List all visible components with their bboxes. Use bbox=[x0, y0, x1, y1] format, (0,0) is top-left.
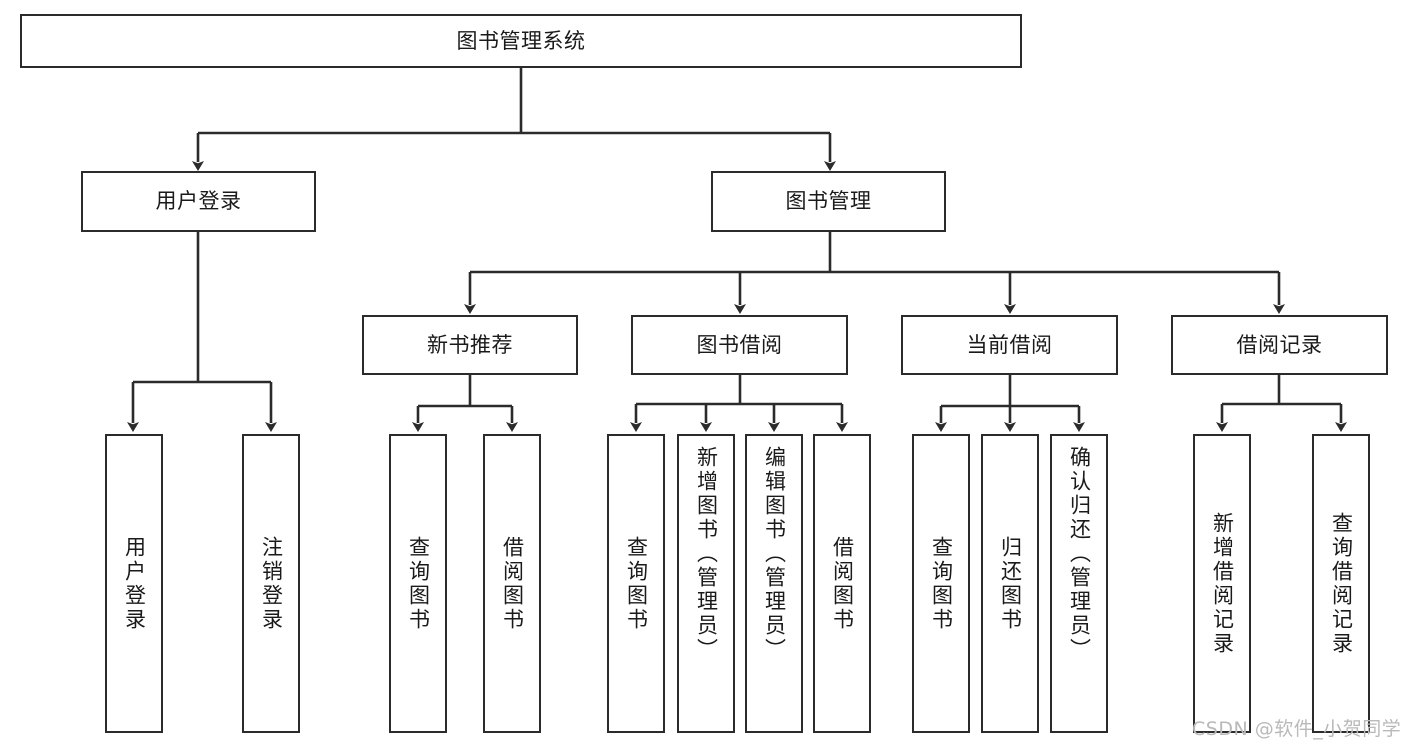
node-label: 借阅图书 bbox=[830, 535, 855, 632]
node-leaf-query-book-2[interactable]: 查询图书 bbox=[607, 434, 665, 733]
node-leaf-query-book-3[interactable]: 查询图书 bbox=[912, 434, 970, 733]
node-leaf-borrow-book-2[interactable]: 借阅图书 bbox=[813, 434, 871, 733]
node-label: 用户登录 bbox=[122, 535, 147, 632]
node-label: 当前借阅 bbox=[966, 332, 1053, 357]
node-leaf-query-book-1[interactable]: 查询图书 bbox=[389, 434, 447, 733]
node-book-management[interactable]: 图书管理 bbox=[711, 171, 946, 232]
node-leaf-add-record[interactable]: 新增借阅记录 bbox=[1193, 434, 1251, 733]
node-label: 查询图书 bbox=[929, 535, 954, 632]
node-leaf-edit-book[interactable]: 编辑图书（管理员） bbox=[745, 434, 803, 733]
node-label: 新增图书（管理员） bbox=[694, 446, 719, 662]
node-leaf-user-login[interactable]: 用户登录 bbox=[105, 434, 163, 733]
node-label: 新增借阅记录 bbox=[1210, 511, 1235, 656]
node-label: 查询图书 bbox=[406, 535, 431, 632]
node-label: 查询借阅记录 bbox=[1329, 511, 1354, 656]
node-new-book-recommend[interactable]: 新书推荐 bbox=[362, 315, 578, 375]
node-book-borrow[interactable]: 图书借阅 bbox=[631, 315, 848, 375]
node-label: 编辑图书（管理员） bbox=[762, 446, 787, 662]
node-leaf-query-record[interactable]: 查询借阅记录 bbox=[1312, 434, 1370, 733]
node-leaf-confirm-return[interactable]: 确认归还（管理员） bbox=[1050, 434, 1108, 733]
node-label: 注销登录 bbox=[259, 535, 284, 632]
node-label: 图书管理系统 bbox=[456, 28, 586, 53]
node-leaf-return-book[interactable]: 归还图书 bbox=[981, 434, 1039, 733]
node-label: 查询图书 bbox=[624, 535, 649, 632]
node-leaf-borrow-book-1[interactable]: 借阅图书 bbox=[483, 434, 541, 733]
node-leaf-add-book[interactable]: 新增图书（管理员） bbox=[677, 434, 735, 733]
node-borrow-record[interactable]: 借阅记录 bbox=[1171, 315, 1388, 375]
node-label: 图书管理 bbox=[785, 189, 872, 214]
csdn-watermark: CSDN @软件_小贺同学 bbox=[1192, 718, 1402, 740]
node-label: 确认归还（管理员） bbox=[1067, 446, 1092, 662]
node-label: 归还图书 bbox=[998, 535, 1023, 632]
node-label: 借阅记录 bbox=[1236, 332, 1323, 357]
node-current-borrow[interactable]: 当前借阅 bbox=[901, 315, 1118, 375]
node-label: 借阅图书 bbox=[500, 535, 525, 632]
node-user-login[interactable]: 用户登录 bbox=[81, 171, 316, 232]
node-book-management-system[interactable]: 图书管理系统 bbox=[20, 14, 1022, 68]
node-label: 图书借阅 bbox=[696, 332, 783, 357]
node-label: 新书推荐 bbox=[427, 332, 513, 357]
node-label: 用户登录 bbox=[155, 189, 242, 214]
node-leaf-logout[interactable]: 注销登录 bbox=[242, 434, 300, 733]
